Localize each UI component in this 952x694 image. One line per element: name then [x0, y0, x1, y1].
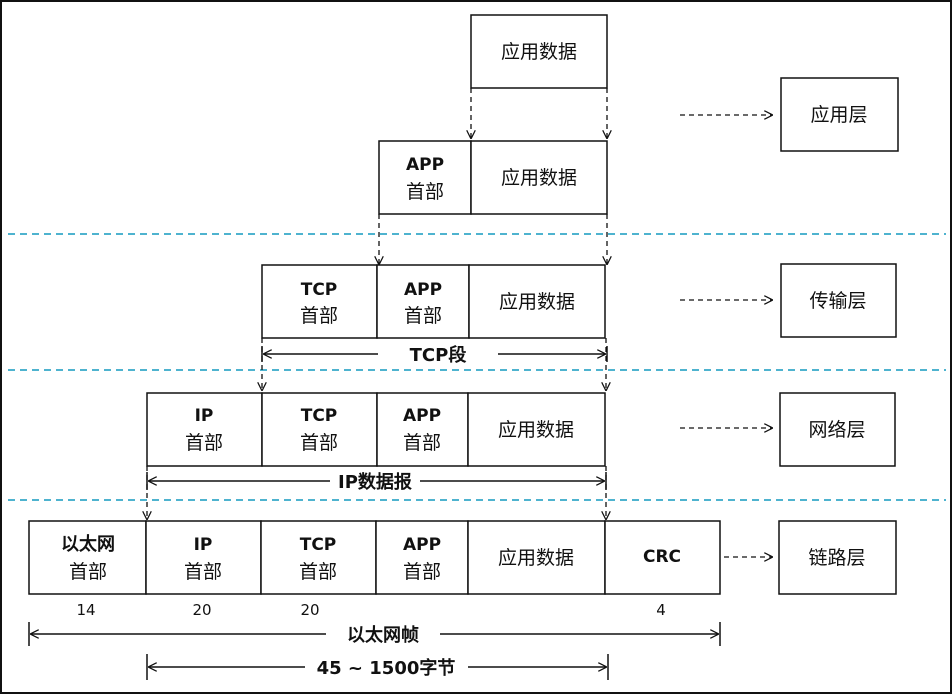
app-data-label: 应用数据: [498, 419, 574, 441]
network-layer-box: [779, 392, 896, 467]
crc-label: CRC: [643, 547, 681, 567]
ip-header-block: [146, 392, 263, 467]
app-data-block: [468, 264, 606, 339]
tcp-segment-label: TCP段: [410, 344, 468, 366]
byte-sizes: 14 20 20 4: [76, 601, 665, 619]
transport-layer-label: 传输层: [809, 290, 866, 312]
row-tcp-segment: TCP 首部 APP 首部 应用数据: [261, 264, 606, 339]
payload-range-span: 45 ~ 1500字节: [146, 654, 609, 680]
application-layer-label: 应用层: [810, 104, 867, 126]
app-header-block: [376, 392, 469, 467]
payload-range-label: 45 ~ 1500字节: [317, 657, 456, 679]
tcp-header-label-top: TCP: [301, 406, 338, 426]
app-data-block: [470, 140, 608, 215]
layer-pointer-arrows: [680, 115, 772, 557]
ip-header-label-top: IP: [195, 406, 214, 426]
eth-header-label-bottom: 首部: [69, 561, 107, 583]
row-app-message: APP 首部 应用数据: [378, 140, 608, 215]
link-layer-label: 链路层: [808, 547, 865, 569]
crc-size: 4: [656, 601, 666, 619]
app-header-label-top: APP: [403, 406, 441, 426]
tcp-header-label-bottom: 首部: [300, 305, 338, 327]
app-header-block: [378, 140, 472, 215]
tcp-header-label-bottom: 首部: [300, 432, 338, 454]
ip-header-label-top: IP: [194, 535, 213, 555]
row-application-data: 应用数据: [470, 14, 608, 89]
ip-header-block: [145, 520, 262, 595]
crc-block: [604, 520, 721, 595]
tcp-header-size: 20: [300, 601, 319, 619]
ip-header-label-bottom: 首部: [185, 432, 223, 454]
tcp-header-label-top: TCP: [301, 280, 338, 300]
app-data-block: [467, 392, 606, 467]
eth-header-size: 14: [76, 601, 95, 619]
app-data-block: [467, 520, 606, 595]
layer-labels: 应用层 传输层 网络层 链路层: [778, 77, 899, 595]
app-header-block: [376, 264, 470, 339]
app-header-label-top: APP: [404, 280, 442, 300]
transport-layer-box: [780, 263, 897, 338]
app-data-label: 应用数据: [499, 291, 575, 313]
app-header-block: [375, 520, 469, 595]
network-layer-label: 网络层: [808, 419, 865, 441]
application-layer-box: [780, 77, 899, 152]
eth-header-block: [28, 520, 147, 595]
eth-header-label-top: 以太网: [61, 533, 115, 555]
tcp-header-block: [261, 392, 378, 467]
app-data-label: 应用数据: [501, 41, 577, 63]
app-header-label-bottom: 首部: [404, 305, 442, 327]
tcp-header-block: [260, 520, 377, 595]
link-layer-box: [778, 520, 897, 595]
app-header-label-top: APP: [406, 155, 444, 175]
tcp-header-label-bottom: 首部: [299, 561, 337, 583]
app-header-label-bottom: 首部: [403, 561, 441, 583]
row-ethernet-frame: 以太网 首部 IP 首部 TCP 首部 APP 首部 应用数据 CRC: [28, 520, 721, 595]
layer-separators: [8, 233, 946, 501]
app-data-block: [470, 14, 608, 89]
tcp-header-label-top: TCP: [300, 535, 337, 555]
tcp-header-block: [261, 264, 378, 339]
app-header-label-top: APP: [403, 535, 441, 555]
tcp-segment-span: TCP段: [261, 344, 608, 366]
ip-header-label-bottom: 首部: [184, 561, 222, 583]
ethernet-frame-label: 以太网帧: [347, 624, 419, 646]
app-header-label-bottom: 首部: [406, 181, 444, 203]
app-data-label: 应用数据: [501, 167, 577, 189]
ip-datagram-span: IP数据报: [146, 471, 607, 493]
app-data-label: 应用数据: [498, 547, 574, 569]
ethernet-frame-span: 以太网帧: [28, 622, 721, 646]
app-header-label-bottom: 首部: [403, 432, 441, 454]
row-ip-datagram: IP 首部 TCP 首部 APP 首部 应用数据: [146, 392, 606, 467]
ip-header-size: 20: [192, 601, 211, 619]
ip-datagram-label: IP数据报: [338, 471, 412, 493]
